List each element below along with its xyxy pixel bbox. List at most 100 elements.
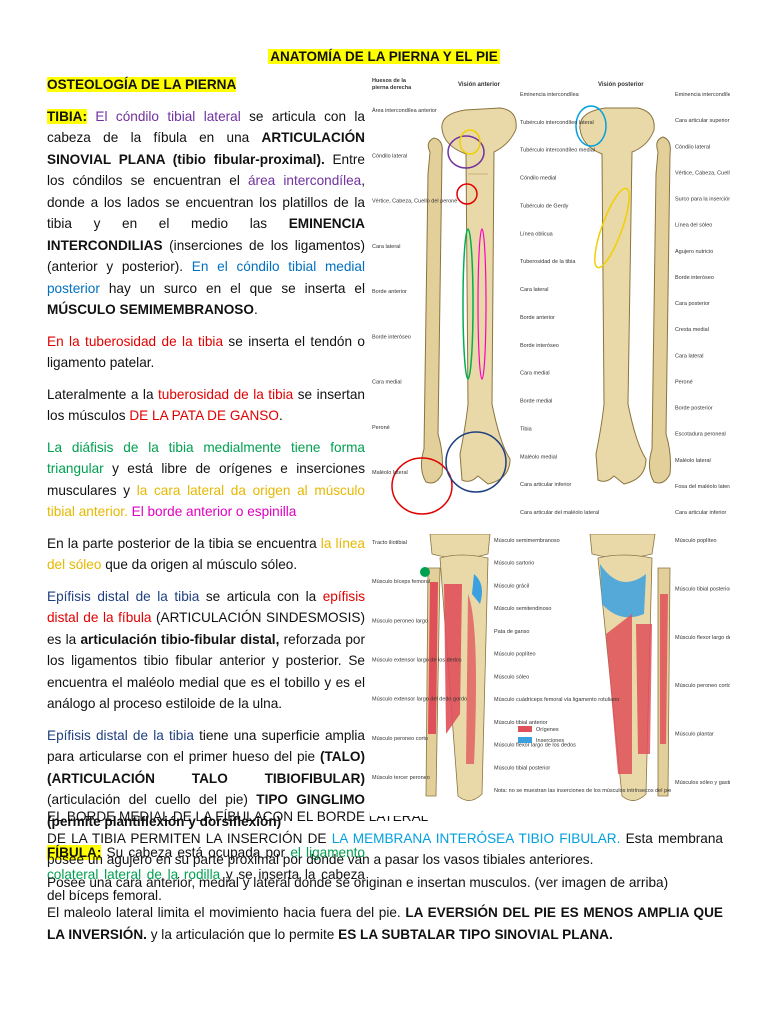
fig1-mid-label-14: Cara articular inferior [520,482,572,488]
fig2-left-label-2: Músculo peroneo largo [372,618,428,624]
fig1-mid-label-8: Borde anterior [520,315,555,321]
fig2-left-label-6: Músculo tercer peroneo [372,775,430,781]
membrana-line-2: DE LA TIBIA PERMITEN LA INSERCIÓN DE LA … [47,830,723,868]
fig1-left-label-5: Borde interóseo [372,334,411,340]
circle-tuberosidad [456,183,478,205]
fig1-right-label-2: Cóndilo lateral [675,144,710,150]
fig2-left-label-4: Músculo extensor largo del dedo gordo [372,697,467,703]
fig1-mid-label-7: Cara lateral [520,287,548,293]
text-column: OSTEOLOGÍA DE LA PIERNA TIBIA: El cóndil… [47,74,365,907]
fig1-left-label-1: Cóndilo lateral [372,153,407,159]
membrana-line-1: EL BORDE MEDIAL DE LA FÍBULACON EL BORDE… [47,809,429,824]
fig1-left-label-0: Área intercondílea anterior [372,107,437,114]
fig1-mid-label-3: Cóndilo medial [520,176,556,182]
fig1-header-2: pierna derecha [372,85,412,91]
fig2-right-label-1: Músculo tibial posterior [675,586,730,592]
fig1-left-label-6: Cara medial [372,380,402,386]
fig1-right-label-10: Cara lateral [675,353,703,359]
fig1-mid-label-0: Eminencia intercondílea [520,92,580,98]
posterior-tibia [579,107,655,485]
fig1-right-label-3: Vértice, Cabeza, Cuello del peroné [675,170,730,176]
fig1-right-label-9: Cresta medial [675,327,709,333]
document-title: ANATOMÍA DE LA PIERNA Y EL PIE [268,49,500,64]
circle-condilo-lateral [447,135,485,169]
fig1-right-label-14: Maléolo lateral [675,458,711,464]
fig2-mid-label-5: Músculo poplíteo [494,652,536,658]
circle-semimembranoso [575,105,607,147]
fig2-right-label-0: Músculo poplíteo [675,538,717,544]
fig1-right-label-0: Eminencia intercondílea [675,92,730,98]
legend-label-insertions: Inserciones [536,738,564,744]
anterior-tibia [441,107,517,485]
fig1-right-label-5: Línea del sóleo [675,223,712,229]
fig1-mid-label-5: Línea oblicua [520,231,554,237]
fig2-mid-label-11: Nota: no se muestran las inserciones de … [494,788,671,794]
fig2-right-label-4: Músculo plantar [675,732,714,738]
fig1-header-1: Huesos de la [372,78,407,84]
fig2-mid-label-0: Músculo semimembranoso [494,538,560,544]
fig1-right-label-4: Surco para la inserción del tendón del s… [675,197,730,203]
ellipse-linea-soleo [594,187,630,269]
fig1-mid-label-15: Cara articular del maléolo lateral [520,510,599,516]
paragraph-membrana: EL BORDE MEDIAL DE LA FÍBULACON EL BORDE… [47,806,723,871]
fig1-right-label-6: Agujero nutricio [675,249,713,255]
fig1-mid-label-13: Maléolo medial [520,454,557,460]
paragraph-tuberosity: En la tuberosidad de la tibia se inserta… [47,333,365,371]
fig2-mid-label-2: Músculo grácil [494,583,529,589]
fig2-mid-label-8: Músculo tibial anterior [494,720,548,726]
fig1-left-label-2: Vértice, Cabeza, Cuello del peroné [372,199,457,205]
fig1-right-label-8: Cara posterior [675,301,710,307]
paragraph-caras: Posee una cara anterior, medial y latera… [47,875,669,890]
circle-maleolo-lateral [391,457,453,515]
paragraph-tibia: TIBIA: El cóndilo tibial lateral se arti… [47,108,365,317]
fig2-left-label-3: Músculo extensor largo de los dedos [372,658,462,664]
fig1-left-label-7: Peroné [372,425,390,431]
fig1-mid-label-6: Tuberosidad de la tibia [520,259,576,265]
anterior-fibula [420,137,443,484]
fig1-mid-label-12: Tibia [520,426,533,432]
paragraph-epifisis-1: Epífisis distal de la tibia se articula … [47,588,366,712]
ellipse-diafisis-medial [462,228,474,380]
fig1-left-label-4: Borde anterior [372,289,407,295]
fig1-right-label-11: Peroné [675,379,693,385]
fig1-right-label-1: Cara articular superior [675,118,730,124]
fig1-right-label-7: Borde interóseo [675,275,714,281]
fig1-mid-label-9: Borde interóseo [520,343,559,349]
circle-area-intercondilea [459,129,481,155]
bones-illustration: Huesos de la pierna derecha Visión anter… [370,74,730,522]
section-heading: OSTEOLOGÍA DE LA PIERNA [47,77,237,92]
figure-bones: Huesos de la pierna derecha Visión anter… [370,74,730,522]
fig1-mid-label-1: Tubérculo intercondíleo lateral [520,120,594,126]
paragraph-soleo: En la parte posterior de la tibia se enc… [47,535,365,573]
circle-epifisis-distal [445,431,507,493]
fig2-right-label-2: Músculo flexor largo del dedo gordo [675,635,730,641]
fig2-left-label-1: Músculo bíceps femoral [372,579,430,585]
posterior-fibula [648,136,671,484]
fig1-view-posterior: Visión posterior [598,82,644,88]
fig2-mid-label-6: Músculo sóleo [494,674,529,680]
fig2-right-label-3: Músculo peroneo corto [675,683,730,689]
fig2-left-label-0: Tracto iliotibial [372,540,407,546]
fig2-mid-label-7: Músculo cuádriceps femoral vía ligamento… [494,697,619,703]
paragraph-epifisis-2: Epífisis distal de la tibia tiene una su… [47,727,366,829]
legend-label-origins: Orígenes [536,727,559,733]
fig1-mid-label-11: Borde medial [520,399,552,405]
paragraph-pata-ganso: Lateralmente a la tuberosidad de la tibi… [47,386,365,424]
fig1-right-label-12: Borde posterior [675,406,713,412]
paragraph-fibula: FÍBULA: Su cabeza está ocupada por el li… [47,845,365,903]
fig1-mid-label-2: Tubérculo intercondíleo medial [520,148,595,154]
fig1-mid-label-4: Tubérculo de Gerdy [520,203,569,209]
muscles-illustration: Orígenes Inserciones Tracto iliotibialMú… [370,534,730,816]
fig2-mid-label-10: Músculo tibial posterior [494,765,550,771]
legend-swatch-insertions [518,737,532,743]
paragraph-diafisis: La diáfisis de la tibia medialmente tien… [47,439,365,520]
fig2-mid-label-9: Músculo flexor largo de los dedos [494,743,576,749]
fig1-right-label-15: Fosa del maléolo lateral [675,484,730,490]
fig1-left-label-8: Maléolo lateral [372,470,408,476]
fig1-right-label-16: Cara articular inferior [675,510,727,516]
paragraph-maleolo: El maleolo lateral limita el movimiento … [47,905,723,942]
fig2-mid-label-1: Músculo sartorio [494,561,534,567]
fig2-mid-label-4: Pata de ganso [494,629,529,635]
fig2-mid-label-3: Músculo semitendinoso [494,606,551,612]
